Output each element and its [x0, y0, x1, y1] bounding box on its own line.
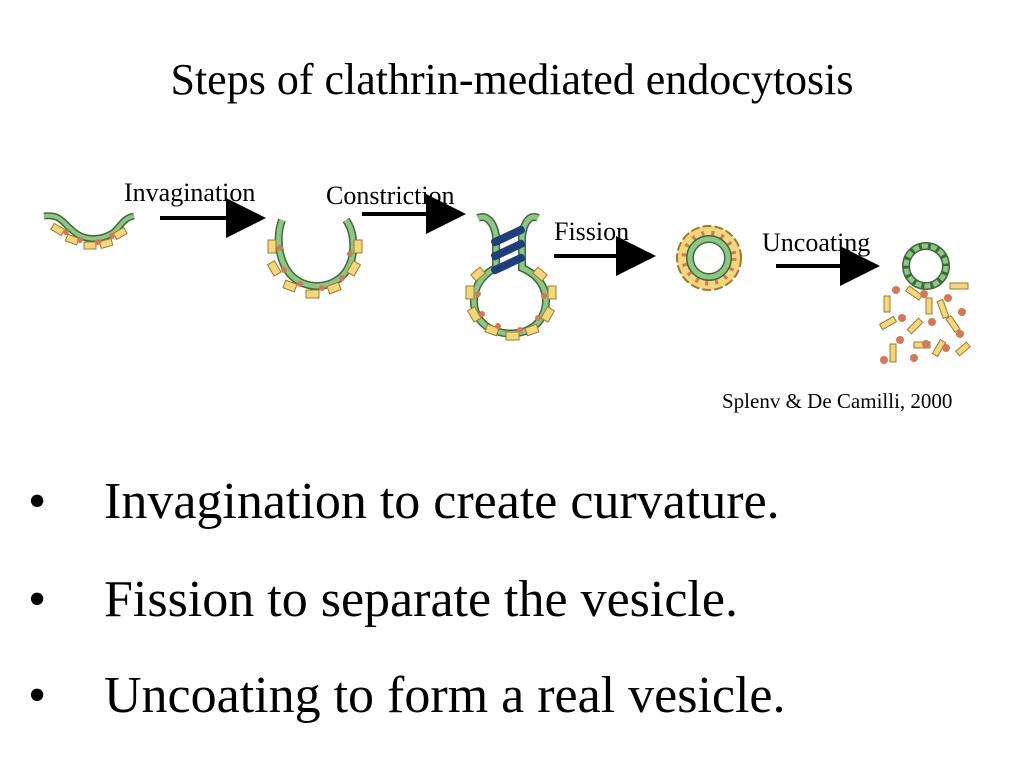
bullet-text: Uncoating to form a real vesicle.: [104, 667, 786, 724]
stage-uncoated-vesicle: [878, 242, 971, 364]
bullet-symbol: •: [28, 571, 47, 628]
bullet-item: • Uncoating to form a real vesicle.: [0, 661, 1024, 731]
bullet-item: • Fission to separate the vesicle.: [0, 565, 1024, 635]
bullet-symbol: •: [28, 667, 47, 724]
stage-shallow-pit: [43, 212, 135, 250]
released-clathrin: [878, 282, 971, 363]
membrane-inner: [43, 213, 135, 241]
stage-constricted-neck: [465, 213, 557, 341]
label-fission: Fission: [554, 217, 630, 246]
adaptors: [63, 229, 115, 245]
endocytosis-diagram: [43, 194, 971, 364]
bullet-text: Invagination to create curvature.: [104, 473, 780, 530]
slide-title: Steps of clathrin-mediated endocytosis: [170, 55, 854, 104]
clathrin-coat: [50, 222, 128, 250]
bullet-text: Fission to separate the vesicle.: [104, 571, 738, 628]
bullet-symbol: •: [28, 473, 47, 530]
label-constriction: Constriction: [326, 181, 455, 210]
citation: Splenv & De Camilli, 2000: [722, 389, 953, 413]
stage-invaginated-pit: [266, 217, 363, 299]
bullet-item: • Invagination to create curvature.: [0, 467, 1024, 537]
label-uncoating: Uncoating: [762, 228, 871, 257]
label-invagination: Invagination: [124, 178, 256, 207]
stage-coated-vesicle: [676, 225, 742, 291]
dynamin-helix: [490, 225, 526, 275]
released-adaptors: [880, 286, 966, 364]
